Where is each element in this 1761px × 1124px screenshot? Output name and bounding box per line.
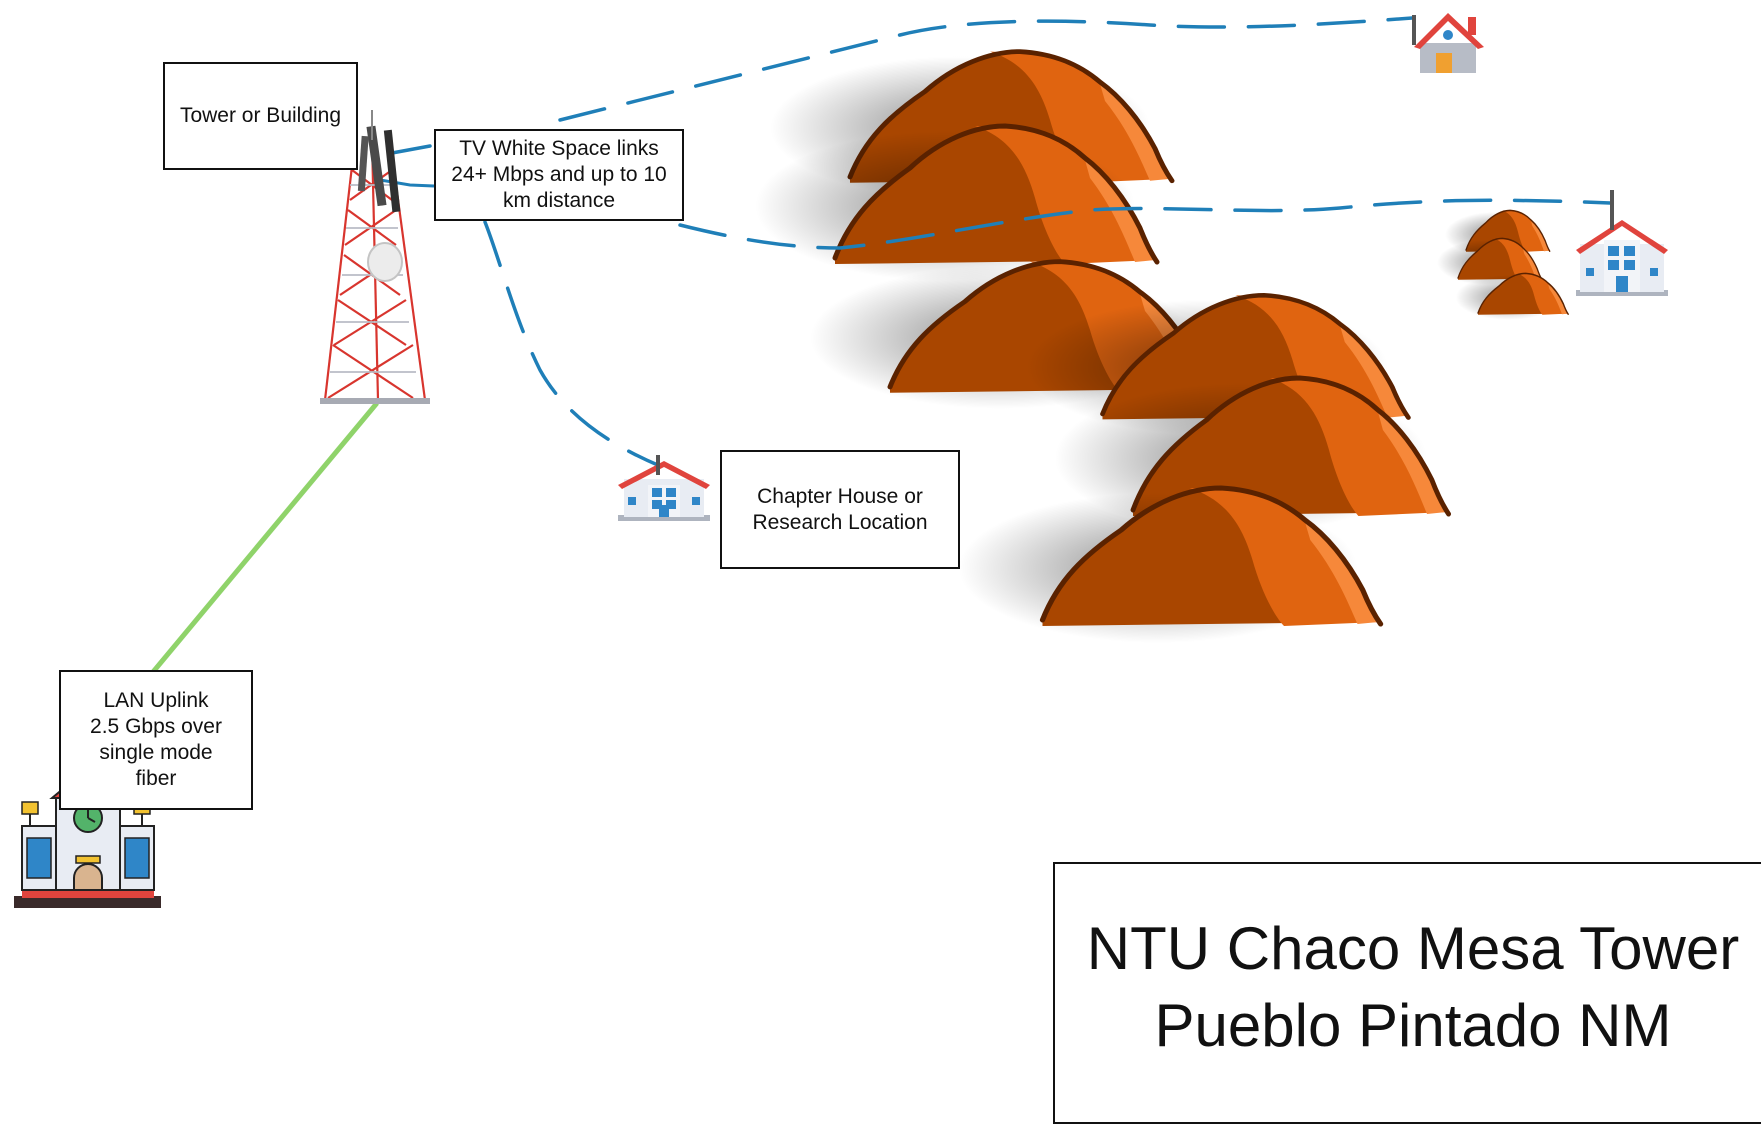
page-title: NTU Chaco Mesa Tower Pueblo Pintado NM [1086, 915, 1740, 1059]
tvws-label: TV White Space links 24+ Mbps and up to … [451, 137, 667, 212]
chapter-house-label-box: Chapter House or Research Location [720, 450, 960, 569]
title-box: NTU Chaco Mesa Tower Pueblo Pintado NM [1053, 862, 1761, 1124]
school-house-icon [618, 455, 710, 521]
tower-label-box: Tower or Building [163, 62, 358, 170]
wireless-links [390, 16, 1612, 468]
link-to-chapter-house [483, 220, 662, 468]
school-building-icon [14, 766, 161, 908]
fiber-link [151, 401, 379, 674]
lan-uplink-label-box: LAN Uplink 2.5 Gbps over single mode fib… [59, 670, 253, 810]
tvws-label-box: TV White Space links 24+ Mbps and up to … [434, 129, 684, 221]
link-to-remote-school [678, 198, 1612, 250]
tower-label: Tower or Building [179, 104, 342, 127]
home-icon [1412, 13, 1484, 73]
lan-uplink-label: LAN Uplink 2.5 Gbps over single mode fib… [90, 689, 222, 790]
cell-tower-icon [320, 110, 430, 404]
chapter-house-label: Chapter House or Research Location [752, 484, 928, 534]
school-house-icon [1576, 190, 1668, 296]
link-to-house [390, 16, 1414, 155]
